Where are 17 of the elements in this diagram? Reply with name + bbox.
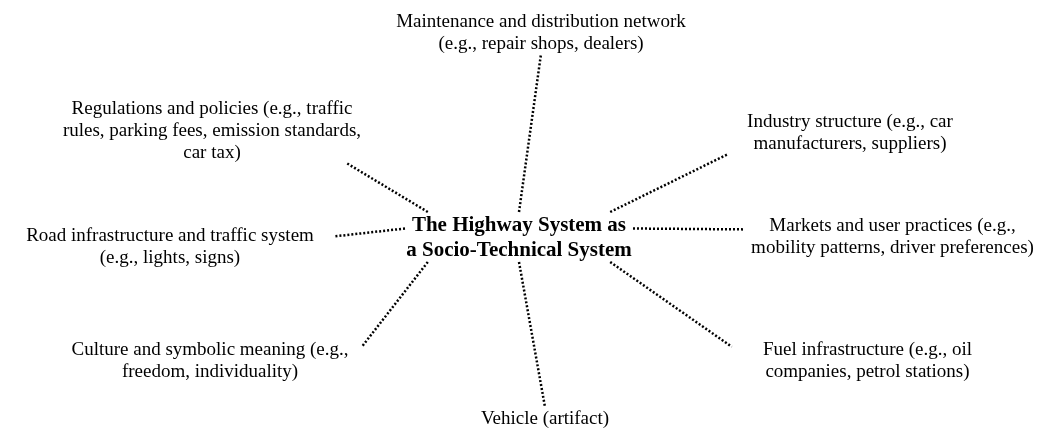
dotted-connector (609, 260, 733, 348)
dotted-connector (334, 227, 406, 238)
component-label: Culture and symbolic meaning (e.g., freedom, individuality) (70, 338, 350, 382)
component-label: Industry structure (e.g., car manufacturers, suppliers) (746, 110, 954, 154)
component-label: Regulations and policies (e.g., traffic rules, parking fees, emission standards, car tax) (61, 97, 363, 163)
central-title: The Highway System as a Socio-Technical System (405, 212, 633, 262)
dotted-connector (517, 53, 543, 213)
component-label: Road infrastructure and traffic system (e.g., lights, signs) (25, 224, 315, 268)
component-label: Fuel infrastructure (e.g., oil companies, petrol stations) (762, 338, 973, 382)
component-label: Vehicle (artifact) (479, 407, 611, 429)
component-label: Maintenance and distribution network (e.g., repair shops, dealers) (395, 10, 687, 54)
dotted-connector (609, 152, 729, 214)
component-label: Markets and user practices (e.g., mobility patterns, driver preferences) (750, 214, 1035, 258)
dotted-connector (360, 261, 429, 348)
dotted-connector (345, 161, 429, 214)
dotted-connector (633, 227, 745, 231)
dotted-connector (517, 261, 547, 408)
